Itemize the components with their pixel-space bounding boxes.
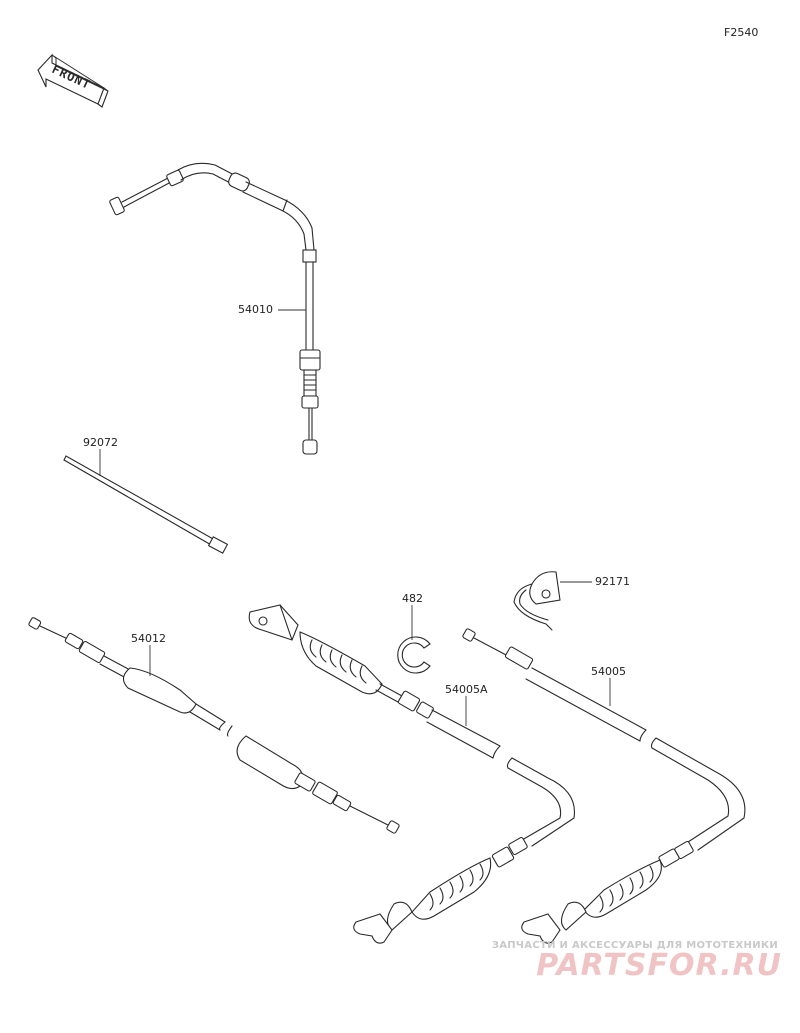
part-label-54010: 54010 [237,303,274,316]
watermark-subtitle: ЗАПЧАСТИ И АКСЕССУАРЫ ДЛЯ МОТОТЕХНИКИ [491,940,778,951]
part-label-92072: 92072 [82,436,119,449]
choke-cable-54012 [28,617,400,834]
leader-lines [99,309,611,726]
front-arrow-icon: FRONT [37,53,109,108]
part-label-54005: 54005 [590,665,627,678]
brake-cable-54005A [248,604,576,944]
part-label-482: 482 [401,592,424,605]
diagram-code: F2540 [724,26,759,39]
throttle-cable-54010 [109,162,321,455]
part-label-54005A: 54005A [444,683,489,696]
cable-tie-92072 [63,455,229,554]
brake-cable-54005 [462,628,746,944]
part-label-92171: 92171 [594,575,631,588]
circlip-482 [397,636,431,674]
part-label-54012: 54012 [130,632,167,645]
clamp-92171 [513,571,561,631]
watermark-brand: PARTSFOR.RU [536,948,782,983]
